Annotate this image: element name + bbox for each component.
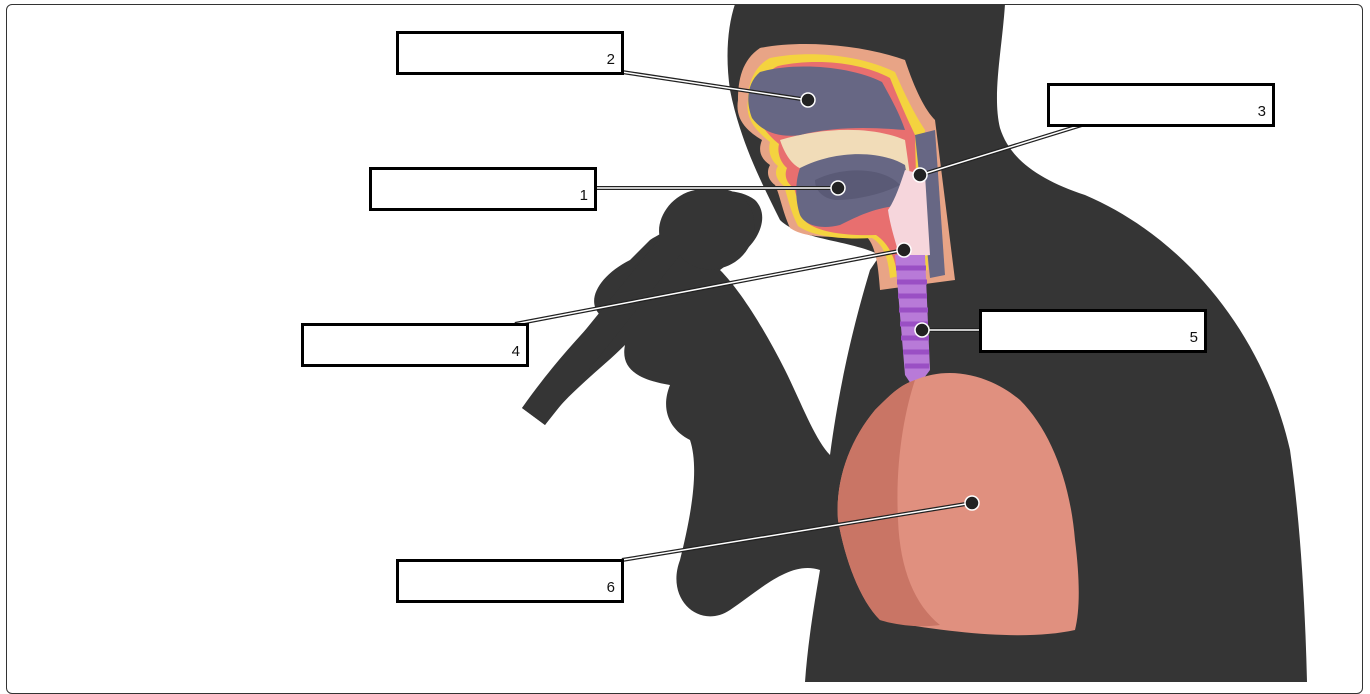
label-box-1[interactable]: 1 (369, 167, 597, 211)
label-number-5: 5 (1190, 329, 1198, 346)
label-number-2: 2 (607, 51, 615, 68)
marker-dot-4 (897, 243, 911, 257)
label-box-4[interactable]: 4 (301, 323, 529, 367)
marker-dot-5 (915, 323, 929, 337)
label-box-6[interactable]: 6 (396, 559, 624, 603)
label-box-3[interactable]: 3 (1047, 83, 1275, 127)
label-number-4: 4 (512, 343, 520, 360)
marker-dot-6 (965, 496, 979, 510)
marker-dot-1 (831, 181, 845, 195)
label-number-6: 6 (607, 579, 615, 596)
marker-dot-3 (913, 168, 927, 182)
label-number-1: 1 (580, 187, 588, 204)
label-box-2[interactable]: 2 (396, 31, 624, 75)
label-box-5[interactable]: 5 (979, 309, 1207, 353)
label-number-3: 3 (1258, 103, 1266, 120)
marker-dot-2 (801, 93, 815, 107)
